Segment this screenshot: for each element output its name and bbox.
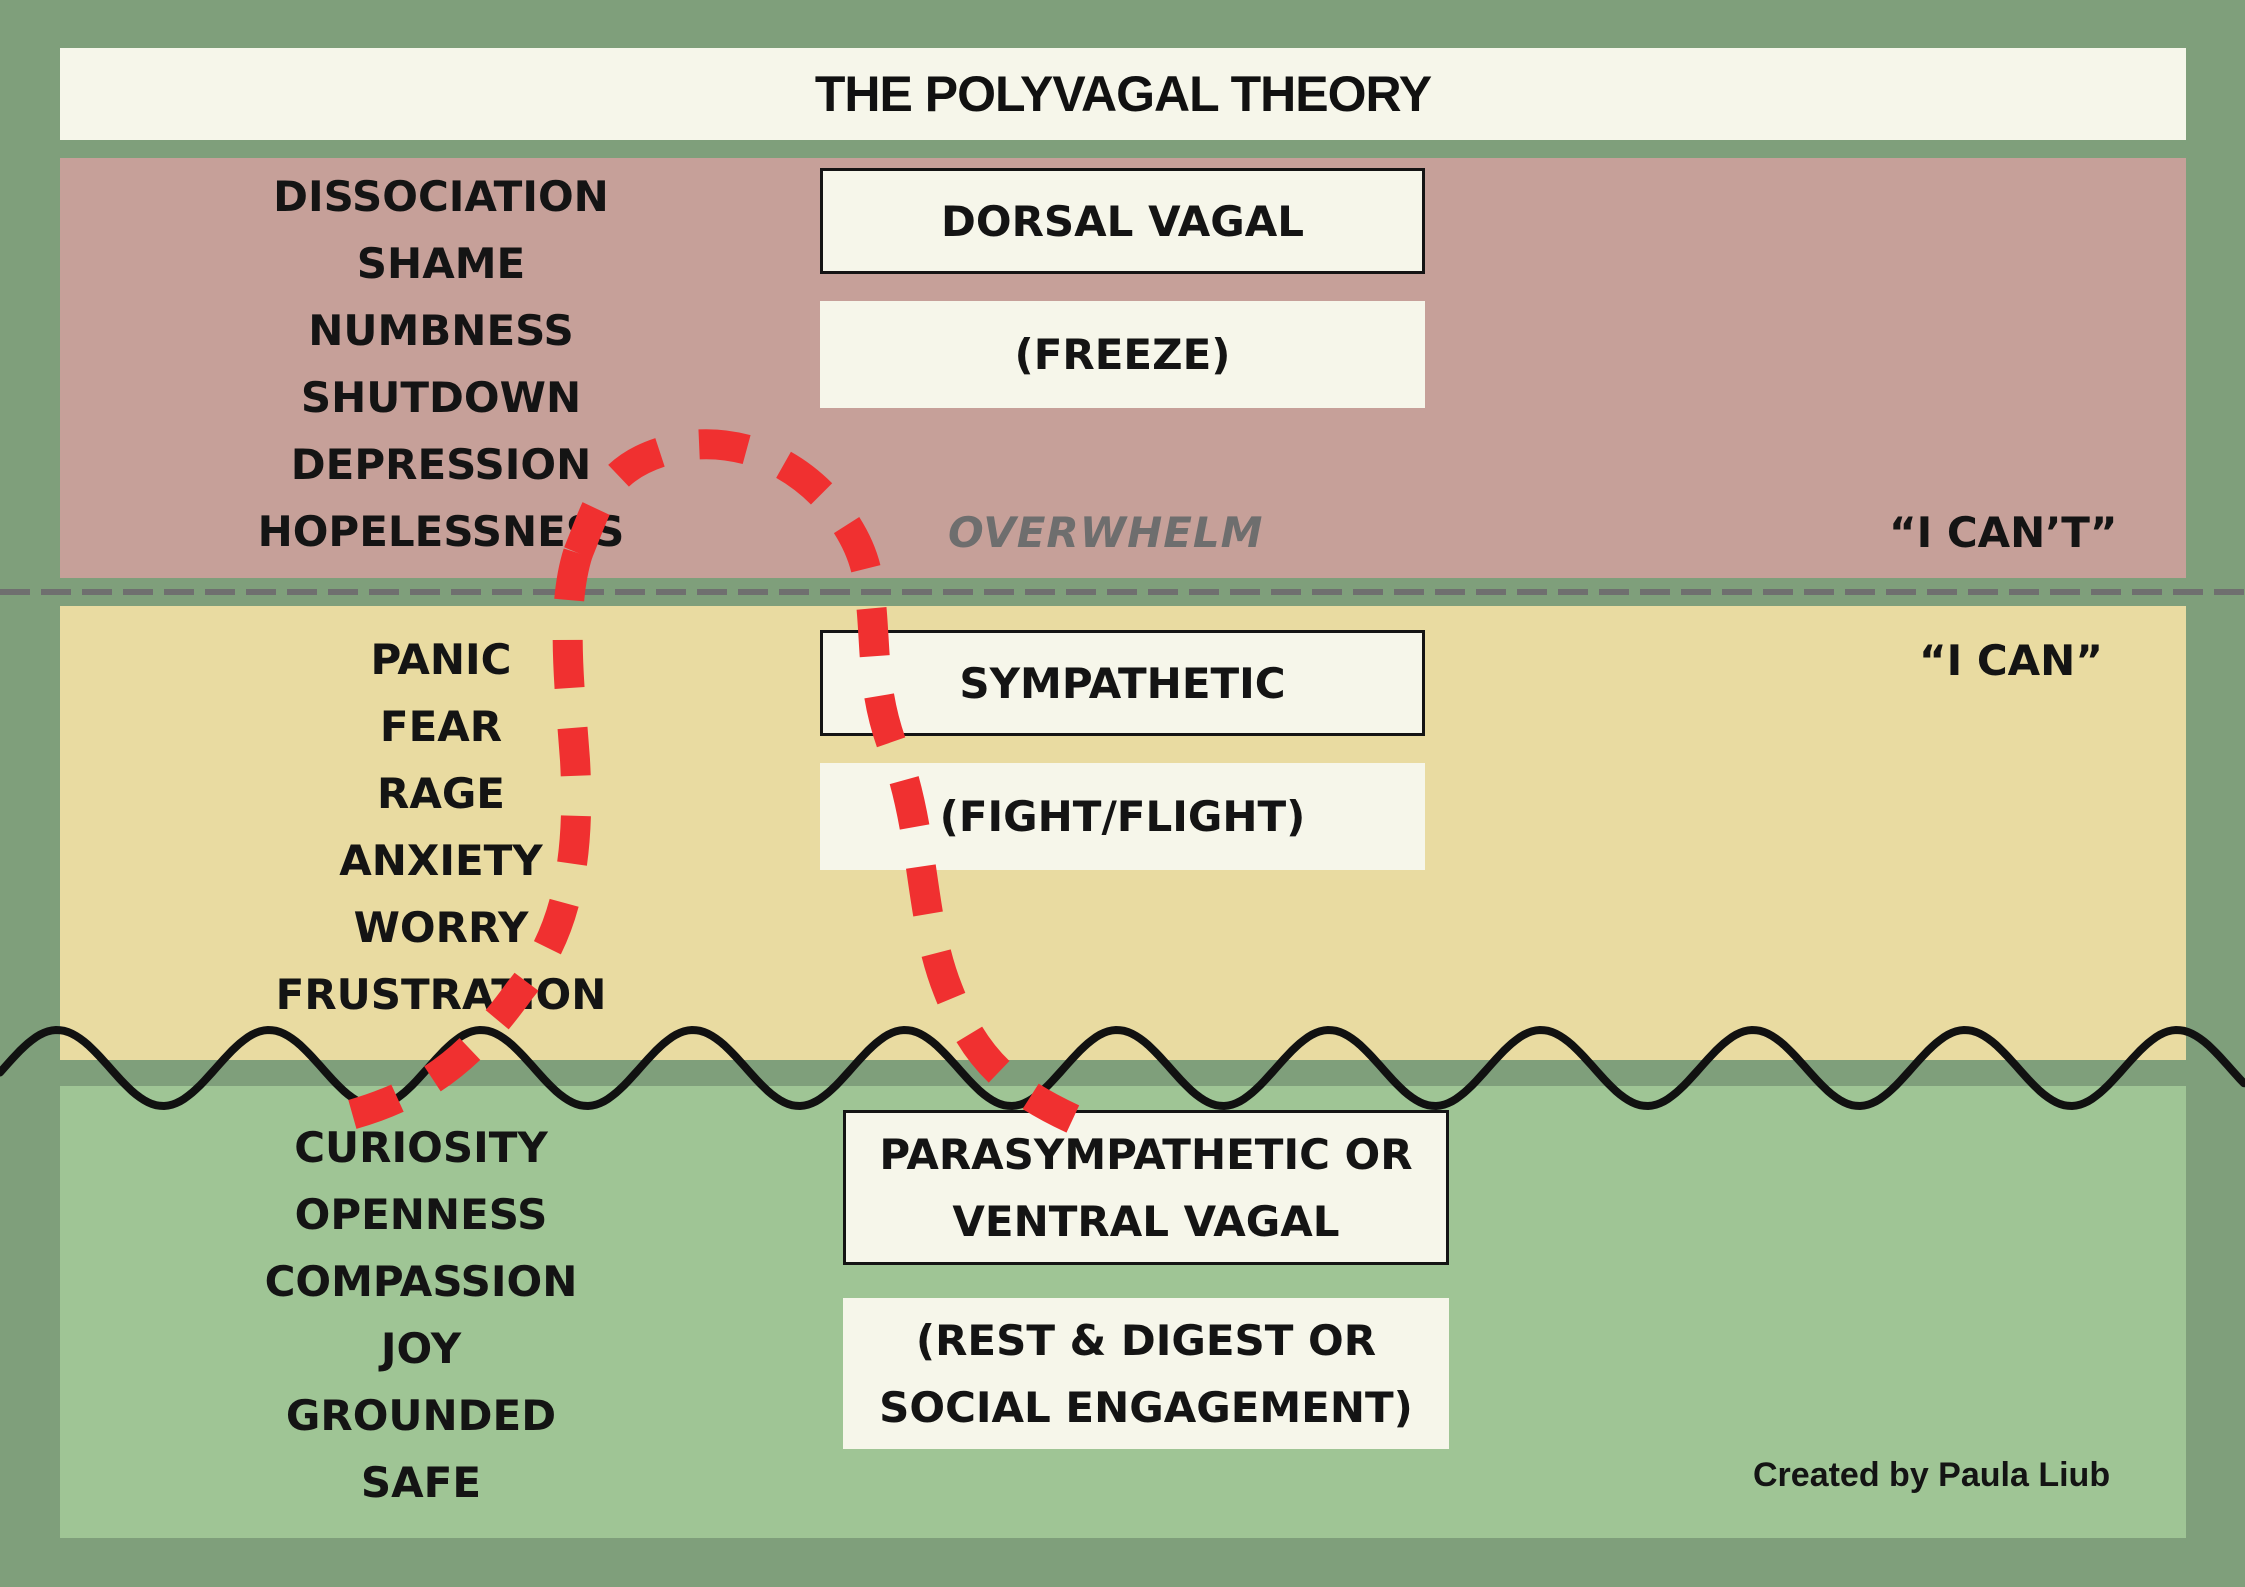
i-cant-quote: “I CAN’T”	[1889, 508, 2118, 557]
sympathetic-label: SYMPATHETIC	[959, 658, 1286, 708]
feeling-item: OPENNESS	[294, 1190, 548, 1239]
credit-text: Created by Paula Liub	[1753, 1456, 2111, 1494]
feeling-item: ANXIETY	[339, 836, 543, 885]
overwhelm-label: OVERWHELM	[948, 508, 1264, 557]
feeling-item: RAGE	[376, 769, 505, 818]
dorsal-feelings-list: DISSOCIATION SHAME NUMBNESS SHUTDOWN DEP…	[241, 163, 641, 565]
sympathetic-box: SYMPATHETIC	[820, 630, 1425, 736]
sympathetic-feelings-list: PANIC FEAR RAGE ANXIETY WORRY FRUSTRATIO…	[241, 626, 641, 1028]
rest-digest-box: (REST & DIGEST OR SOCIAL ENGAGEMENT)	[843, 1298, 1449, 1449]
fight-flight-box: (FIGHT/FLIGHT)	[820, 763, 1425, 870]
i-can-quote: “I CAN”	[1919, 636, 2103, 685]
title-bar: THE POLYVAGAL THEORY	[60, 48, 2186, 140]
ventral-feelings-list: CURIOSITY OPENNESS COMPASSION JOY GROUND…	[221, 1114, 621, 1516]
feeling-item: SAFE	[360, 1458, 482, 1507]
feeling-item: DISSOCIATION	[273, 172, 609, 221]
feeling-item: JOY	[380, 1324, 462, 1373]
feeling-item: HOPELESSNESS	[257, 507, 625, 556]
feeling-item: GROUNDED	[285, 1391, 557, 1440]
feeling-item: SHUTDOWN	[300, 373, 582, 422]
dorsal-vagal-label: DORSAL VAGAL	[941, 196, 1304, 246]
freeze-label: (FREEZE)	[1014, 330, 1231, 379]
feeling-item: WORRY	[353, 903, 529, 952]
feeling-item: SHAME	[356, 239, 526, 288]
feeling-item: COMPASSION	[264, 1257, 578, 1306]
rest-digest-label-line: (REST & DIGEST OR	[915, 1315, 1377, 1365]
feeling-item: NUMBNESS	[308, 306, 574, 355]
ventral-vagal-label-line: PARASYMPATHETIC OR	[879, 1129, 1413, 1179]
feeling-item: DEPRESSION	[290, 440, 592, 489]
feeling-item: CURIOSITY	[294, 1123, 548, 1172]
feeling-item: FEAR	[379, 702, 503, 751]
page-title: THE POLYVAGAL THEORY	[814, 66, 1432, 122]
ventral-vagal-label-line: VENTRAL VAGAL	[952, 1196, 1340, 1246]
freeze-box: (FREEZE)	[820, 301, 1425, 408]
fight-flight-label: (FIGHT/FLIGHT)	[939, 792, 1306, 841]
rest-digest-label-line: SOCIAL ENGAGEMENT)	[879, 1382, 1413, 1432]
feeling-item: FRUSTRATION	[275, 970, 607, 1019]
feeling-item: PANIC	[370, 635, 512, 684]
dorsal-vagal-box: DORSAL VAGAL	[820, 168, 1425, 274]
ventral-vagal-box: PARASYMPATHETIC OR VENTRAL VAGAL	[843, 1110, 1449, 1265]
